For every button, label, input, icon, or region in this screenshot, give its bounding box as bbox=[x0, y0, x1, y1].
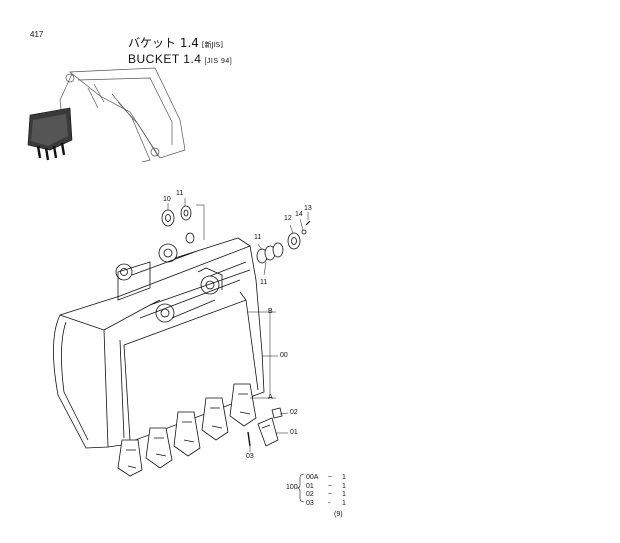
quantity-value: 1 bbox=[342, 474, 346, 481]
page-number: 417 bbox=[30, 30, 44, 39]
title-block: バケット 1.4[新JIS] BUCKET 1.4[JIS 94] bbox=[128, 36, 232, 69]
quantity-row: 02 ~ 1 bbox=[306, 491, 346, 500]
quantity-sep: ~ bbox=[328, 482, 333, 490]
quantity-row: 00A ~ 1 bbox=[306, 474, 346, 483]
title-en-tag: [JIS 94] bbox=[204, 58, 233, 65]
excavator-thumbnail bbox=[59, 67, 186, 163]
pin-hardware-right bbox=[256, 220, 311, 264]
quantity-part: 03 bbox=[306, 499, 314, 507]
thumbnail-bucket-highlight bbox=[27, 107, 73, 161]
quantity-row: 01 ~ 1 bbox=[306, 483, 346, 492]
title-en-text: BUCKET 1.4 bbox=[128, 52, 202, 66]
quantity-part: 01 bbox=[306, 482, 314, 490]
callout-a: A bbox=[268, 394, 273, 401]
callout-00: 00 bbox=[280, 352, 288, 359]
title-jp-tag: [新JIS] bbox=[201, 41, 223, 49]
quantity-row: 03 - 1 bbox=[306, 500, 346, 509]
callout-b: B bbox=[268, 308, 273, 315]
callout-12: 12 bbox=[284, 215, 292, 222]
bucket-teeth-row bbox=[117, 383, 257, 477]
callout-13: 13 bbox=[304, 205, 312, 212]
callout-11-low: 11 bbox=[260, 279, 268, 286]
spare-tooth-parts bbox=[247, 407, 283, 447]
quantity-sep: ~ bbox=[328, 474, 333, 481]
title-jp-text: バケット 1.4 bbox=[128, 36, 199, 50]
quantity-value: 1 bbox=[342, 482, 346, 490]
bucket-assembly bbox=[53, 237, 265, 449]
callout-14: 14 bbox=[295, 211, 303, 218]
callout-03: 03 bbox=[246, 453, 254, 460]
quantity-main-number: 100 bbox=[286, 484, 298, 491]
quantity-sep: - bbox=[328, 499, 331, 507]
leader-lines bbox=[167, 198, 309, 452]
callout-10: 10 bbox=[163, 196, 171, 203]
title-english: BUCKET 1.4[JIS 94] bbox=[128, 52, 232, 69]
quantity-value: 1 bbox=[342, 499, 346, 507]
quantity-rows: 00A ~ 1 01 ~ 1 02 ~ 1 03 - 1 bbox=[306, 474, 346, 508]
quantity-brace bbox=[296, 473, 305, 503]
quantity-value: 1 bbox=[342, 491, 346, 498]
callout-11-mid: 11 bbox=[254, 234, 262, 241]
title-japanese: バケット 1.4[新JIS] bbox=[128, 36, 232, 52]
quantity-sep: ~ bbox=[328, 491, 333, 498]
footer-code: (9) bbox=[334, 511, 343, 518]
quantity-part: 02 bbox=[306, 491, 314, 498]
pin-hardware-left bbox=[161, 205, 195, 244]
callout-02: 02 bbox=[290, 409, 298, 416]
callout-01: 01 bbox=[290, 429, 298, 436]
quantity-part: 00A bbox=[306, 474, 319, 481]
callout-11-top: 11 bbox=[176, 190, 184, 197]
